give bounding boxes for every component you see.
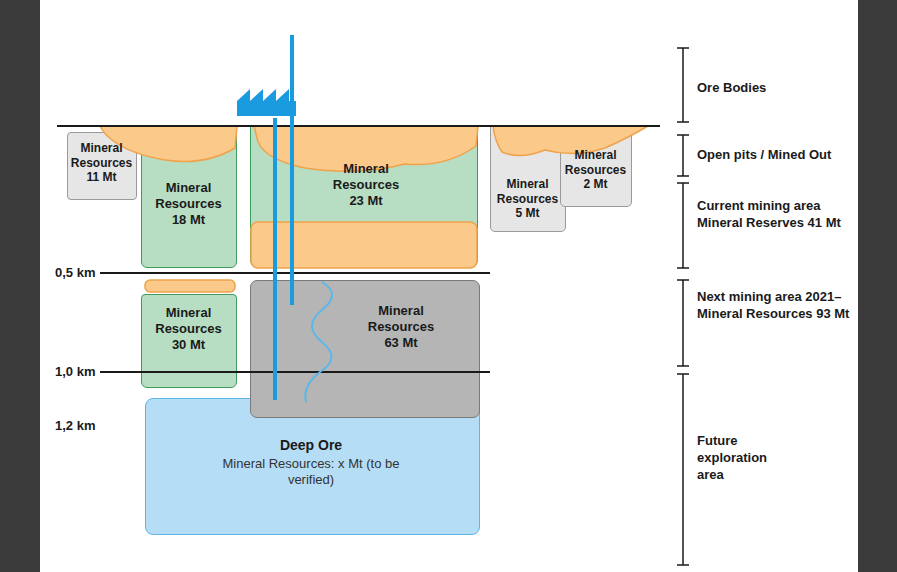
box-heading: Deep Ore xyxy=(216,437,406,454)
shaft xyxy=(290,35,294,305)
text-group: Mineral Resources5 Mt xyxy=(493,177,562,221)
box-heading: Mineral Resources xyxy=(349,303,453,335)
box-heading: Mineral Resources xyxy=(318,161,414,193)
zone-label: Open pits / Mined Out xyxy=(697,147,857,164)
depth-label: 1,2 km xyxy=(55,418,105,435)
depth-label: 0,5 km xyxy=(55,265,105,282)
open-pit xyxy=(493,126,648,156)
box-value: 63 Mt xyxy=(349,335,453,351)
resource-box: Mineral Resources11 Mt xyxy=(67,132,137,200)
reserve-band xyxy=(145,280,235,292)
text-group: Mineral Resources11 Mt xyxy=(70,141,133,185)
zone-label: Current mining area Mineral Reserves 41 … xyxy=(697,198,845,232)
text-group: Mineral Resources2 Mt xyxy=(563,148,628,192)
box-value: 23 Mt xyxy=(318,193,414,209)
resource-box: Mineral Resources30 Mt xyxy=(141,294,237,388)
text-group: Mineral Resources63 Mt xyxy=(349,303,453,351)
box-value: 11 Mt xyxy=(70,170,133,185)
resource-box: Mineral Resources63 Mt xyxy=(250,280,480,418)
ground-line xyxy=(57,125,660,127)
text-group: Mineral Resources23 Mt xyxy=(318,161,414,209)
shaft xyxy=(273,118,277,400)
reserve-band xyxy=(251,222,477,268)
text-group: Deep OreMineral Resources: x Mt (to be v… xyxy=(216,437,406,488)
zone-label: Next mining area 2021– Mineral Resources… xyxy=(697,289,857,323)
open-pit xyxy=(100,126,237,162)
zone-label: Future exploration area xyxy=(697,433,777,484)
open-pit xyxy=(254,126,478,171)
text-group: Mineral Resources30 Mt xyxy=(144,305,233,353)
box-heading: Mineral Resources xyxy=(493,177,562,206)
ramp xyxy=(305,282,332,402)
depth-line xyxy=(100,371,490,373)
box-value: 5 Mt xyxy=(493,206,562,221)
box-heading: Mineral Resources xyxy=(144,305,233,337)
depth-label: 1,0 km xyxy=(55,364,105,381)
zone-label: Ore Bodies xyxy=(697,80,847,97)
box-value: Mineral Resources: x Mt (to be verified) xyxy=(216,456,406,488)
box-heading: Mineral Resources xyxy=(563,148,628,177)
box-value: 2 Mt xyxy=(563,177,628,192)
deep-ore-body: Deep OreMineral Resources: x Mt (to be v… xyxy=(145,398,480,535)
box-heading: Mineral Resources xyxy=(70,141,133,170)
box-value: 30 Mt xyxy=(144,337,233,353)
box-value: 18 Mt xyxy=(144,212,233,228)
text-group: Mineral Resources18 Mt xyxy=(144,180,233,228)
box-heading: Mineral Resources xyxy=(144,180,233,212)
factory-icon xyxy=(237,89,296,116)
bracket xyxy=(677,48,689,565)
depth-line xyxy=(100,272,490,274)
